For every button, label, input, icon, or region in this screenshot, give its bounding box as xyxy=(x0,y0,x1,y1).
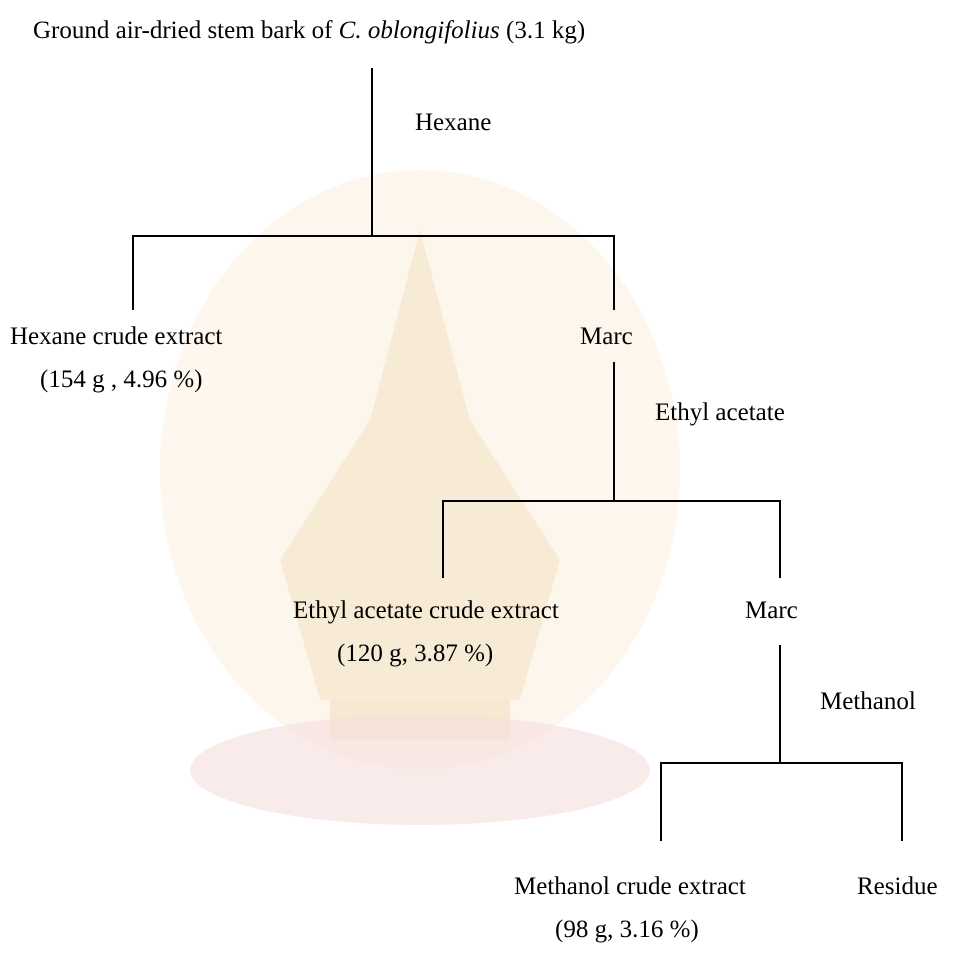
connector-step3-bar xyxy=(660,762,903,764)
ethyl-acetate-extract-yield: (120 g, 3.87 %) xyxy=(337,640,494,667)
connector-step2-right-drop xyxy=(779,500,781,578)
connector-step3-right-drop xyxy=(901,762,903,841)
solvent-ethyl-acetate: Ethyl acetate xyxy=(655,399,785,426)
connector-step1-trunk xyxy=(371,68,373,236)
hexane-extract-yield: (154 g , 4.96 %) xyxy=(40,366,203,393)
marc-2-label: Marc xyxy=(745,597,798,624)
title: Ground air-dried stem bark of C. oblongi… xyxy=(33,16,585,46)
solvent-methanol: Methanol xyxy=(820,688,916,715)
connector-step1-bar xyxy=(132,235,615,237)
marc-1-label: Marc xyxy=(580,323,633,350)
residue-label: Residue xyxy=(857,873,938,900)
connector-step3-trunk xyxy=(779,645,781,763)
connector-step2-trunk xyxy=(613,362,615,501)
methanol-extract-label: Methanol crude extract xyxy=(514,873,746,900)
solvent-hexane: Hexane xyxy=(415,109,492,136)
ethyl-acetate-extract-label: Ethyl acetate crude extract xyxy=(293,597,559,624)
title-suffix: (3.1 kg) xyxy=(499,17,586,44)
hexane-extract-label: Hexane crude extract xyxy=(10,323,223,350)
connector-step1-left-drop xyxy=(132,235,134,310)
connector-step2-left-drop xyxy=(442,500,444,578)
connector-step1-right-drop xyxy=(613,235,615,310)
methanol-extract-yield: (98 g, 3.16 %) xyxy=(555,916,699,943)
connector-step2-bar xyxy=(442,500,781,502)
title-species: C. oblongifolius xyxy=(338,17,500,44)
connector-step3-left-drop xyxy=(660,762,662,841)
title-prefix: Ground air-dried stem bark of xyxy=(33,17,339,44)
